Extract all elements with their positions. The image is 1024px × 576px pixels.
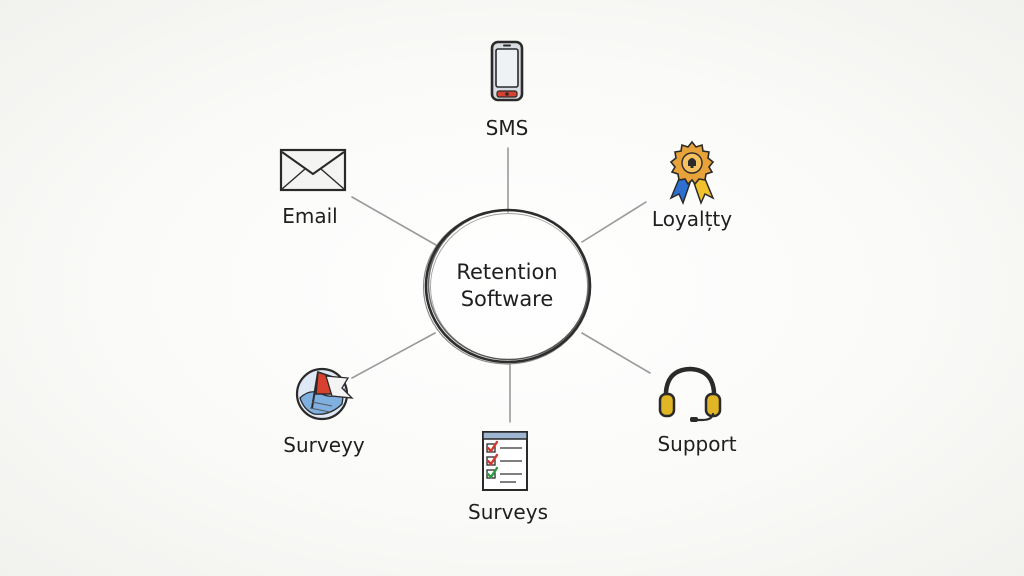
node-label-surveys: Surveys [468, 500, 548, 524]
node-label-loyalty: Loyalțty [651, 207, 733, 231]
node-label-sms: SMS [485, 116, 529, 140]
hub-label-line2: Software [460, 287, 554, 311]
envelope-icon [279, 148, 347, 192]
node-label-surveyy: Surveyy [283, 433, 365, 457]
hub-circle [422, 208, 592, 365]
connector-email [351, 196, 437, 246]
phone-icon [490, 40, 524, 102]
retention-software-hub: Retention Software [427, 212, 587, 360]
connector-support [581, 332, 651, 374]
headset-icon [658, 366, 722, 422]
connector-surveyy [351, 332, 436, 379]
hub-label-line1: Retention [456, 260, 558, 284]
connector-loyalty [581, 201, 647, 243]
node-label-email: Email [282, 204, 338, 228]
node-label-support: Support [657, 432, 737, 456]
checklist-icon [482, 431, 528, 491]
award-ribbon-icon [669, 140, 715, 206]
globe-flag-icon [295, 367, 354, 421]
